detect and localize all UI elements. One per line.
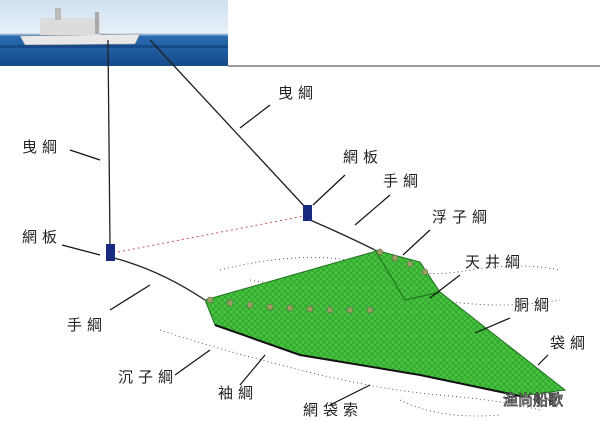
seabed: [159, 257, 561, 417]
ground-rope-line: [214, 324, 521, 397]
label-wing: 袖綱: [218, 384, 258, 402]
label-hand-rope-right: 手綱: [383, 172, 423, 190]
label-warp-top: 曳綱: [278, 84, 318, 102]
spread-line: [117, 215, 305, 253]
label-belly: 胴綱: [514, 296, 554, 314]
label-cod-line: 網袋索: [303, 401, 363, 419]
leader-arrows: [61, 104, 549, 406]
otter-board-right: [303, 205, 312, 221]
otter-board-left: [106, 244, 115, 261]
hand-rope-right: [309, 219, 376, 251]
square-panel: [373, 249, 441, 301]
ship-photo: [0, 0, 228, 66]
label-hand-rope-left: 手綱: [67, 316, 107, 334]
floats: [206, 248, 429, 314]
label-warp-left: 曳綱: [22, 138, 62, 156]
hand-rope-left: [113, 257, 206, 301]
watermark: 渔尚船歌: [503, 391, 563, 409]
label-float-line: 浮子綱: [432, 208, 492, 226]
warp-left: [107, 39, 111, 246]
label-ground-rope: 沉子綱: [118, 368, 178, 386]
label-otter-board-left: 網板: [22, 228, 62, 246]
label-otter-board-right: 網板: [343, 148, 383, 166]
trawl-net-body: [204, 249, 567, 397]
label-square: 天井綱: [465, 253, 525, 271]
label-cod-end: 袋綱: [550, 334, 590, 352]
warp-right: [149, 39, 307, 209]
